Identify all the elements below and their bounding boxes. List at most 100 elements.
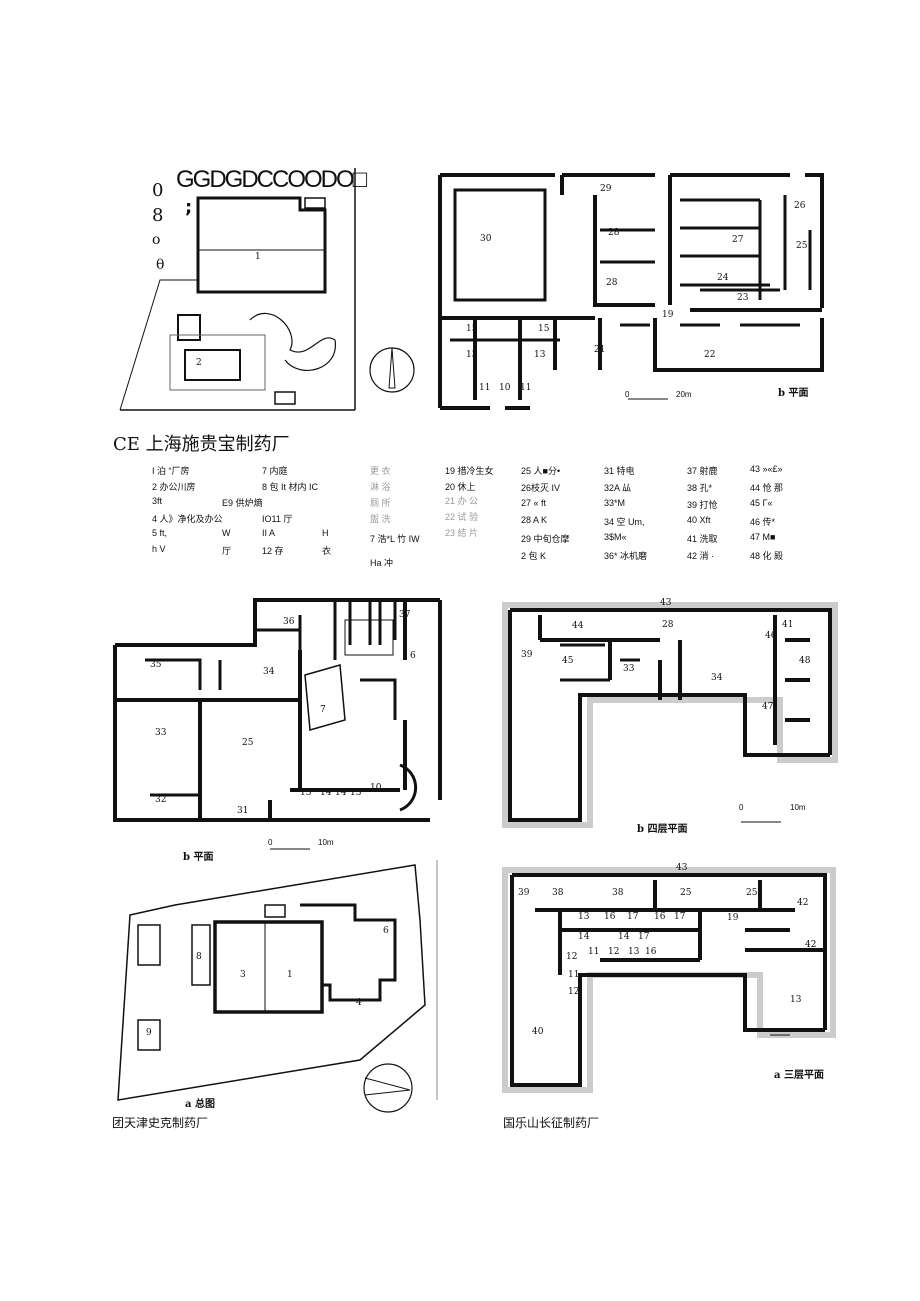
room-number-label: 4 bbox=[356, 998, 362, 1008]
room-number-label: 16 bbox=[604, 912, 616, 922]
room-number-label: 16 bbox=[654, 912, 666, 922]
legend-entry: 3ft bbox=[152, 496, 163, 506]
room-number-label: 39 bbox=[521, 650, 533, 660]
legend-entry: 12 存 bbox=[262, 546, 284, 556]
room-number-label: 19 bbox=[662, 310, 674, 320]
room-number-label: 13 bbox=[578, 912, 590, 922]
legend-entry: W bbox=[222, 528, 231, 538]
floor-plan-3-lower bbox=[502, 867, 836, 1093]
room-number-label: 45 bbox=[562, 656, 574, 666]
room-number-label: 15 bbox=[538, 324, 550, 334]
room-number-label: 39 bbox=[518, 888, 530, 898]
legend-entry: 27 « ft bbox=[521, 498, 547, 508]
legend-entry: 29 中旬仓摩 bbox=[521, 534, 570, 544]
room-number-label: 32 bbox=[155, 795, 167, 805]
legend-entry: 48 化 殿 bbox=[750, 551, 784, 561]
room-number-label: 7 bbox=[320, 705, 326, 715]
legend-entry: Ha 冲 bbox=[370, 558, 394, 568]
floor-plan-3-upper bbox=[502, 602, 838, 828]
room-number-label: 13 bbox=[466, 350, 478, 360]
room-number-label: 17 bbox=[627, 912, 639, 922]
figure3-scale-0: 0 bbox=[739, 803, 744, 812]
legend-entry: E9 供炉熵 bbox=[222, 498, 263, 508]
room-number-label: 10 bbox=[370, 783, 382, 793]
room-number-label: 22 bbox=[704, 350, 716, 360]
room-number-label: 17 bbox=[674, 912, 686, 922]
room-number-label: 34 bbox=[711, 673, 723, 683]
room-number-label: 42 bbox=[805, 940, 817, 950]
legend-entry: 25 人■分• bbox=[521, 466, 561, 476]
floor-plan-2 bbox=[113, 598, 442, 850]
legend-entry: 33*M bbox=[604, 498, 626, 508]
room-number-label: 9 bbox=[146, 1028, 152, 1038]
room-number-label: 34 bbox=[263, 667, 275, 677]
legend-entry: 41 洗取 bbox=[687, 534, 718, 544]
room-number-label: 25 bbox=[680, 888, 692, 898]
room-number-label: 16 bbox=[645, 947, 657, 957]
legend-entry: 31 特电 bbox=[604, 466, 635, 476]
header-mark: ; bbox=[185, 197, 193, 218]
legend-entry: II A bbox=[262, 528, 276, 538]
figure3-title: 国乐山长征制药厂 bbox=[503, 1116, 600, 1130]
room-number-label: 11 bbox=[568, 970, 580, 980]
figure2-scale-0: 0 bbox=[268, 838, 273, 847]
room-number-label: 14 bbox=[335, 788, 347, 798]
room-number-label: 3 bbox=[240, 970, 246, 980]
figure2-title: 团天津史克制药厂 bbox=[112, 1116, 209, 1130]
legend-entry: IO11 厅 bbox=[262, 514, 293, 524]
room-number-label: 29 bbox=[600, 184, 612, 194]
room-number-label: 35 bbox=[150, 660, 162, 670]
legend-entry: 21 办 公 bbox=[445, 496, 479, 506]
room-number-label: 43 bbox=[676, 863, 688, 873]
room-number-label: 28 bbox=[662, 620, 674, 630]
legend-entry: 7 内庭 bbox=[262, 466, 288, 476]
legend-entry: 衣 bbox=[322, 546, 332, 556]
legend-entry: 26枝灭 IV bbox=[521, 483, 561, 493]
room-number-label: 30 bbox=[480, 234, 492, 244]
room-number-label: 11 bbox=[520, 383, 532, 393]
legend-entry: 46 传* bbox=[750, 517, 776, 527]
legend-entry: 盥 洗 bbox=[370, 514, 391, 524]
room-number-label: 15 bbox=[466, 324, 478, 334]
floor-plan-1 bbox=[438, 173, 824, 410]
figure1-plan-caption: b 平面 bbox=[778, 388, 809, 399]
legend-entry: 47 M■ bbox=[750, 532, 776, 542]
room-number-label: 47 bbox=[762, 702, 774, 712]
room-number-label: 2 bbox=[196, 358, 202, 368]
room-number-label: 21 bbox=[594, 345, 606, 355]
room-number-label: 37 bbox=[399, 610, 411, 620]
legend-entry: 38 孔* bbox=[687, 483, 713, 493]
room-number-label: 6 bbox=[410, 651, 416, 661]
room-number-label: 25 bbox=[796, 241, 808, 251]
legend-entry: 淋 浴 bbox=[370, 482, 391, 492]
legend-entry: 42 消 · bbox=[687, 551, 715, 561]
legend-entry: 34 空 Um, bbox=[604, 517, 645, 527]
legend-entry: 22 试 验 bbox=[445, 512, 479, 522]
room-number-label: 11 bbox=[588, 947, 600, 957]
header-char: o bbox=[152, 232, 161, 248]
legend-entry: 32A 厸 bbox=[604, 483, 632, 493]
figure2-plan-caption: b 平面 bbox=[183, 852, 214, 863]
room-number-label: 38 bbox=[552, 888, 564, 898]
room-number-label: 48 bbox=[799, 656, 811, 666]
legend-entry: 39 打怆 bbox=[687, 500, 718, 510]
legend-entry: 37 射鹿 bbox=[687, 466, 718, 476]
room-number-label: 14 bbox=[578, 932, 590, 942]
legend-entry: 2 办公川房 bbox=[152, 482, 196, 492]
room-number-label: 42 bbox=[797, 898, 809, 908]
legend-entry: h V bbox=[152, 544, 166, 554]
room-number-label: 13 bbox=[350, 788, 362, 798]
room-number-label: 41 bbox=[782, 620, 794, 630]
room-number-label: 25 bbox=[746, 888, 758, 898]
room-number-label: 23 bbox=[737, 293, 749, 303]
room-number-label: 6 bbox=[383, 926, 389, 936]
legend-entry: 2 包 K bbox=[521, 551, 547, 561]
legend-entry: 45 Γ« bbox=[750, 498, 773, 508]
legend-entry: 厕 所 bbox=[370, 498, 391, 508]
room-number-label: 43 bbox=[660, 598, 672, 608]
legend-entry: 4 人》净化及办公 bbox=[152, 514, 223, 524]
header-top-row: GGDGDCCOODO□ bbox=[176, 166, 367, 193]
room-number-label: 12 bbox=[608, 947, 620, 957]
legend-entry: 43 »«£» bbox=[750, 464, 783, 474]
room-number-label: 1 bbox=[255, 252, 261, 262]
